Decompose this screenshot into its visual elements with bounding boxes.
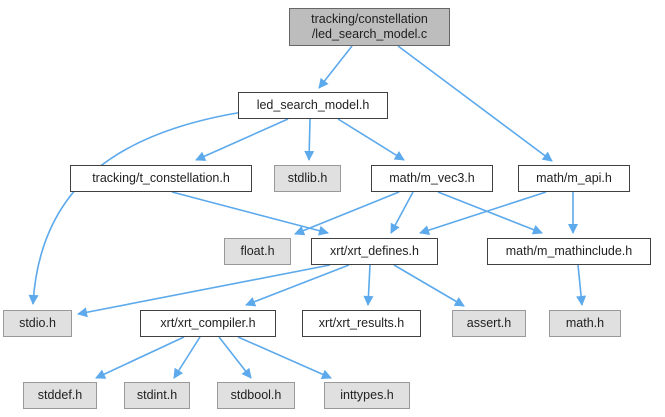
node-t-constellation-h[interactable]: tracking/t_constellation.h [70, 165, 252, 192]
edge-cfile-mapi [397, 45, 553, 162]
node-m-vec3-h[interactable]: math/m_vec3.h [371, 165, 493, 192]
node-float-h: float.h [224, 238, 291, 265]
edge-mvec3-float [294, 191, 400, 236]
node-stdio-h: stdio.h [3, 310, 72, 337]
node-led-search-model-h[interactable]: led_search_model.h [238, 92, 388, 119]
edge-xrtdefines-xrtcompiler [245, 264, 350, 307]
node-m-mathinclude-h[interactable]: math/m_mathinclude.h [487, 238, 651, 265]
edge-xrtcompiler-inttypes [237, 336, 332, 379]
edge-mvec3-xrtdefines [390, 191, 414, 234]
node-xrt-compiler-h[interactable]: xrt/xrt_compiler.h [140, 310, 276, 337]
edge-xrtdefines-stdio [77, 264, 331, 318]
node-stddef-h: stddef.h [23, 382, 97, 409]
node-m-api-h[interactable]: math/m_api.h [518, 165, 630, 192]
node-math-h: math.h [549, 310, 621, 337]
edge-mathinclude-math [576, 264, 587, 306]
edge-ledh-tconstell [195, 118, 289, 161]
edge-xrtcompiler-stdint [173, 336, 201, 379]
edge-xrtcompiler-stddef [95, 336, 185, 379]
edge-mapi-xrtdefines [419, 191, 547, 235]
node-stdlib-h: stdlib.h [274, 165, 341, 192]
node-led-search-model-c: tracking/constellation /led_search_model… [289, 8, 450, 46]
edge-ledh-stdlib [304, 118, 315, 161]
edge-xrtdefines-xrtresults [363, 264, 374, 306]
node-inttypes-h: inttypes.h [324, 382, 410, 409]
edge-mvec3-mathinclude [437, 191, 543, 235]
node-xrt-results-h[interactable]: xrt/xrt_results.h [302, 310, 421, 337]
edge-tconstell-xrtdefines [171, 191, 329, 236]
edge-ledh-mvec3 [337, 118, 405, 161]
edge-cfile-ledh [318, 45, 353, 89]
edge-xrtcompiler-stdbool [218, 336, 252, 379]
node-stdbool-h: stdbool.h [217, 382, 295, 409]
edge-xrtdefines-assert [393, 264, 465, 307]
node-xrt-defines-h[interactable]: xrt/xrt_defines.h [311, 238, 438, 265]
edge-ledh-stdio [28, 111, 244, 305]
node-assert-h: assert.h [452, 310, 526, 337]
node-stdint-h: stdint.h [124, 382, 190, 409]
